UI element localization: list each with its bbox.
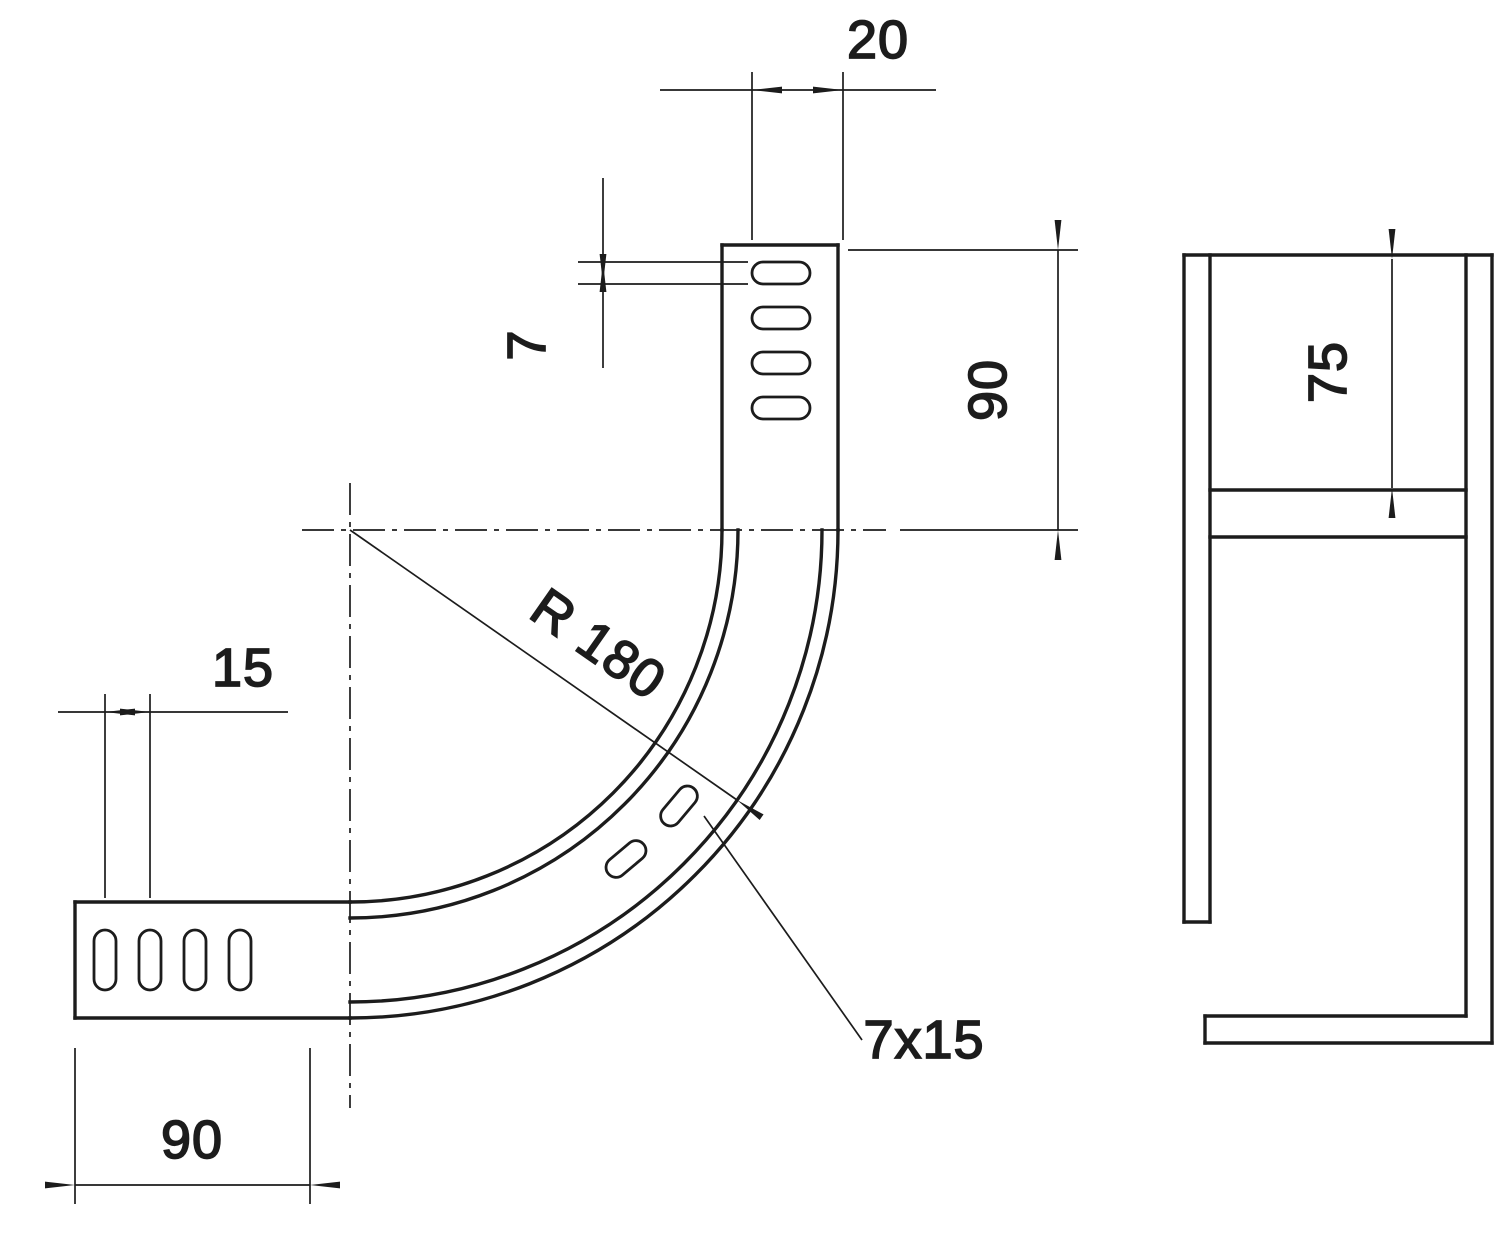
slot-hole — [750, 260, 812, 286]
connector-slots-bottom — [92, 928, 253, 992]
slot-hole — [182, 928, 208, 992]
dim-slot-pitch: 15 — [58, 637, 288, 898]
front-view: 20 7 90 15 — [45, 9, 1078, 1204]
slot-hole — [227, 928, 253, 992]
centerlines — [302, 483, 886, 1108]
dim-top-width: 20 — [660, 9, 936, 240]
dim-slot-height: 7 — [496, 178, 748, 368]
bend-slots — [604, 784, 699, 879]
part-outline — [73, 243, 840, 1020]
slot-hole — [92, 928, 118, 992]
outer-arc-flange-line — [348, 528, 824, 1004]
dim-horizontal-leg-label: 90 — [161, 1110, 223, 1170]
dim-bend-radius: R 180 — [349, 529, 764, 820]
slot-hole — [750, 350, 812, 376]
slot-leader-line — [703, 815, 863, 1041]
dim-inner-width-label: 75 — [1298, 341, 1358, 403]
inner-arc-flange-line — [348, 528, 740, 920]
outer-arc — [348, 528, 840, 1020]
side-part-outline — [1182, 253, 1494, 1045]
radius-leader-line — [349, 529, 764, 820]
inner-arc — [348, 528, 724, 904]
label-slot-size: 7x15 — [703, 815, 984, 1071]
slot-hole — [750, 305, 812, 331]
dim-slot-pitch-label: 15 — [212, 638, 274, 698]
dim-vertical-leg-label: 90 — [958, 359, 1018, 421]
dim-bend-radius-label: R 180 — [520, 577, 677, 712]
dim-slot-height-label: 7 — [497, 329, 557, 360]
dim-slot-size-label: 7x15 — [863, 1010, 984, 1070]
slot-hole — [750, 395, 812, 421]
dim-inner-width: 75 — [1297, 229, 1396, 518]
connector-slots-top — [750, 260, 812, 421]
dim-top-width-label: 20 — [847, 10, 909, 70]
dim-vertical-leg: 90 — [848, 220, 1078, 560]
slot-hole — [137, 928, 163, 992]
side-view: 75 — [1182, 229, 1494, 1045]
dim-horizontal-leg: 90 — [45, 1048, 340, 1204]
slot-hole — [604, 839, 648, 879]
slot-hole — [659, 784, 699, 828]
